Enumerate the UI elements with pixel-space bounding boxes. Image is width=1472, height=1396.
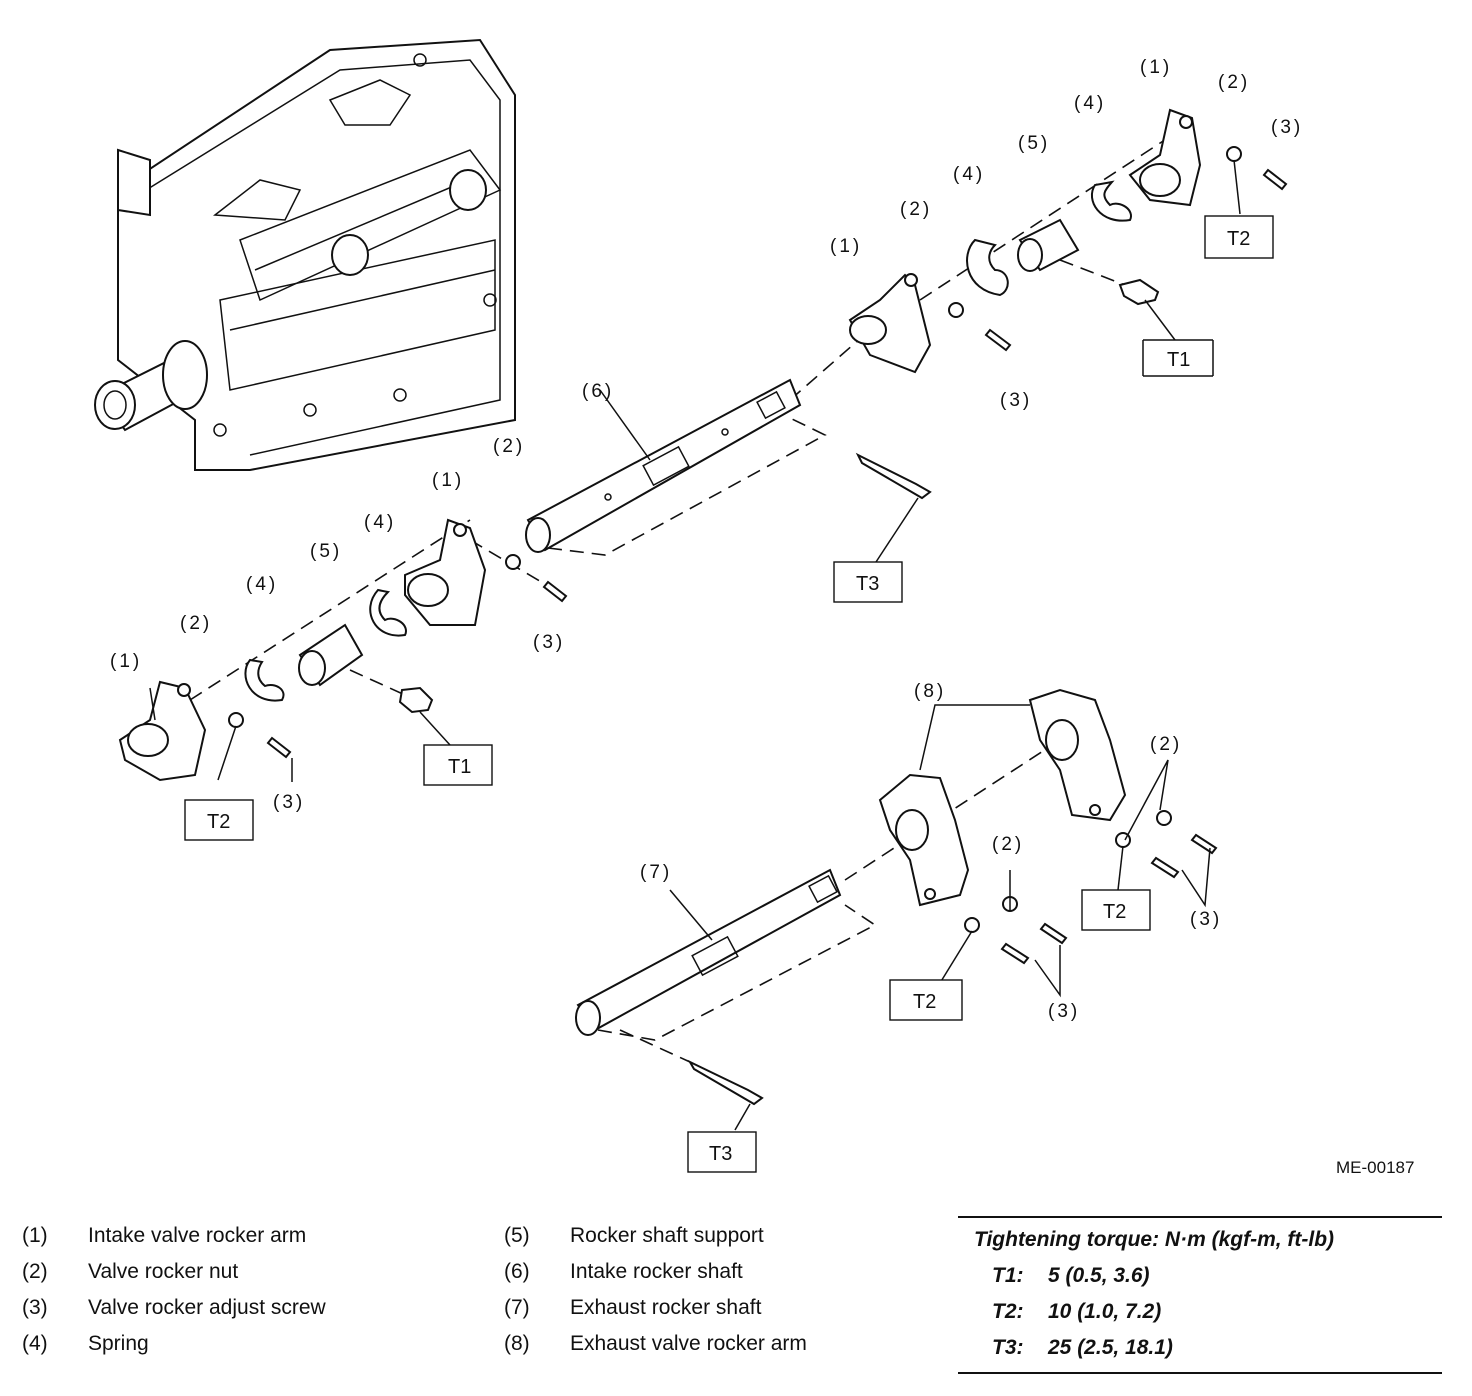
spring-upper-b (1090, 180, 1132, 222)
bolt-t3-exhaust (687, 1059, 764, 1106)
callout-3: (3) (1271, 117, 1303, 138)
legend-item: (2) Valve rocker nut (22, 1254, 326, 1290)
figure-reference-code: ME-00187 (1336, 1158, 1415, 1177)
legend-label: Valve rocker nut (88, 1260, 239, 1283)
callout-2: (2) (1218, 72, 1250, 93)
legend-item: (8) Exhaust valve rocker arm (504, 1326, 807, 1362)
callout-3: (3) (1190, 909, 1222, 930)
legend-item: (3) Valve rocker adjust screw (22, 1290, 326, 1326)
callout-3: (3) (533, 632, 565, 653)
legend-label: Valve rocker adjust screw (88, 1296, 326, 1319)
torque-tags: T2 T1 T3 T1 T2 T2 T2 T3 (184, 215, 1274, 1173)
spring-upper-a (966, 238, 1009, 297)
legend-label: Intake valve rocker arm (88, 1224, 307, 1247)
callout-labels: (1) (2) (3) (4) (5) (4) (2) (1) (3) (6) … (110, 57, 1303, 1022)
intake-rocker-shaft (525, 378, 932, 563)
torque-row: T3: 25 (2.5, 18.1) (958, 1330, 1442, 1366)
legend-label: Exhaust rocker shaft (570, 1296, 762, 1319)
bolt-t3-intake (855, 452, 932, 500)
spring-lower-b (244, 658, 285, 702)
callout-3: (3) (273, 792, 305, 813)
tag-t2: T2 (913, 991, 936, 1013)
torque-value: 5 (0.5, 3.6) (1048, 1264, 1150, 1287)
tightening-torque-table: Tightening torque: N·m (kgf-m, ft-lb) T1… (958, 1216, 1442, 1374)
callout-5: (5) (1018, 133, 1050, 154)
rocker-nut-lower (505, 554, 521, 570)
legend-number: (7) (504, 1296, 530, 1319)
adjust-screw-upper (984, 328, 1012, 352)
tag-t1: T1 (1167, 349, 1190, 371)
legend-number: (6) (504, 1260, 530, 1283)
legend-item: (4) Spring (22, 1326, 326, 1362)
torque-value: 25 (2.5, 18.1) (1048, 1336, 1173, 1359)
tag-t2: T2 (1103, 901, 1126, 923)
exhaust-rocker-shaft (576, 868, 842, 1032)
callout-1: (1) (1140, 57, 1172, 78)
legend-label: Rocker shaft support (570, 1224, 764, 1247)
adjust-screw-lower (542, 580, 568, 603)
legend-item: (7) Exhaust rocker shaft (504, 1290, 807, 1326)
torque-row: T1: 5 (0.5, 3.6) (958, 1258, 1442, 1294)
adjust-screw-lower-left (266, 736, 292, 759)
rocker-nut-upper (948, 302, 964, 318)
torque-key: T1: (992, 1264, 1024, 1287)
parts-legend-left: (1) Intake valve rocker arm (2) Valve rock… (22, 1218, 326, 1362)
callout-7: (7) (640, 862, 672, 883)
exploded-view-diagram: (1) (2) (3) (4) (5) (4) (2) (1) (3) (6) … (94, 38, 1303, 1173)
legend-number: (2) (22, 1260, 48, 1283)
callout-2: (2) (900, 199, 932, 220)
callout-8: (8) (914, 681, 946, 702)
torque-key: T3: (992, 1336, 1024, 1359)
cylinder-head-illustration (94, 38, 516, 471)
tag-t1: T1 (448, 756, 471, 778)
adjust-screw-upper-right (1262, 168, 1288, 191)
tag-t2: T2 (207, 811, 230, 833)
intake-rocker-arm-lower-right (404, 518, 487, 626)
exhaust-group (575, 688, 1218, 1131)
rocker-nut-upper-right (1226, 146, 1242, 162)
callout-1: (1) (432, 470, 464, 491)
legend-number: (1) (22, 1224, 48, 1247)
intake-rocker-arm-upper (848, 273, 932, 374)
callout-4: (4) (246, 574, 278, 595)
upper-intake-group (789, 108, 1288, 401)
callout-6: (6) (582, 381, 614, 402)
legend-number: (8) (504, 1332, 530, 1355)
lower-intake-group (118, 518, 568, 782)
bolt-t1-lower (398, 686, 434, 714)
legend-number: (4) (22, 1332, 48, 1355)
torque-row: T2: 10 (1.0, 7.2) (958, 1294, 1442, 1330)
callout-3: (3) (1048, 1001, 1080, 1022)
callout-2: (2) (180, 613, 212, 634)
legend-number: (3) (22, 1296, 48, 1319)
callout-2: (2) (992, 834, 1024, 855)
callout-2: (2) (1150, 734, 1182, 755)
callout-1: (1) (830, 236, 862, 257)
legend-item: (5) Rocker shaft support (504, 1218, 807, 1254)
parts-legend-right: (5) Rocker shaft support (6) Intake rocker… (504, 1218, 807, 1362)
callout-4: (4) (364, 512, 396, 533)
callout-4: (4) (953, 164, 985, 185)
rocker-nut-lower-left (228, 712, 244, 728)
spring-lower-a (369, 588, 407, 637)
torque-table-title: Tightening torque: N·m (kgf-m, ft-lb) (974, 1228, 1335, 1251)
callout-1: (1) (110, 651, 142, 672)
legend-item: (1) Intake valve rocker arm (22, 1218, 326, 1254)
tag-t3: T3 (709, 1143, 732, 1165)
bolt-t1-upper (1118, 278, 1160, 306)
callout-4: (4) (1074, 93, 1106, 114)
legend-item: (6) Intake rocker shaft (504, 1254, 807, 1290)
torque-key: T2: (992, 1300, 1024, 1323)
legend-label: Intake rocker shaft (570, 1260, 743, 1283)
legend-label: Exhaust valve rocker arm (570, 1332, 807, 1355)
torque-value: 10 (1.0, 7.2) (1048, 1300, 1162, 1323)
tag-t3: T3 (856, 573, 879, 595)
callout-2: (2) (493, 436, 525, 457)
legend-number: (5) (504, 1224, 530, 1247)
legend-label: Spring (88, 1332, 149, 1355)
exhaust-rocker-arm-rear (1028, 688, 1127, 822)
callout-3: (3) (1000, 390, 1032, 411)
callout-5: (5) (310, 541, 342, 562)
tag-t2: T2 (1227, 228, 1250, 250)
